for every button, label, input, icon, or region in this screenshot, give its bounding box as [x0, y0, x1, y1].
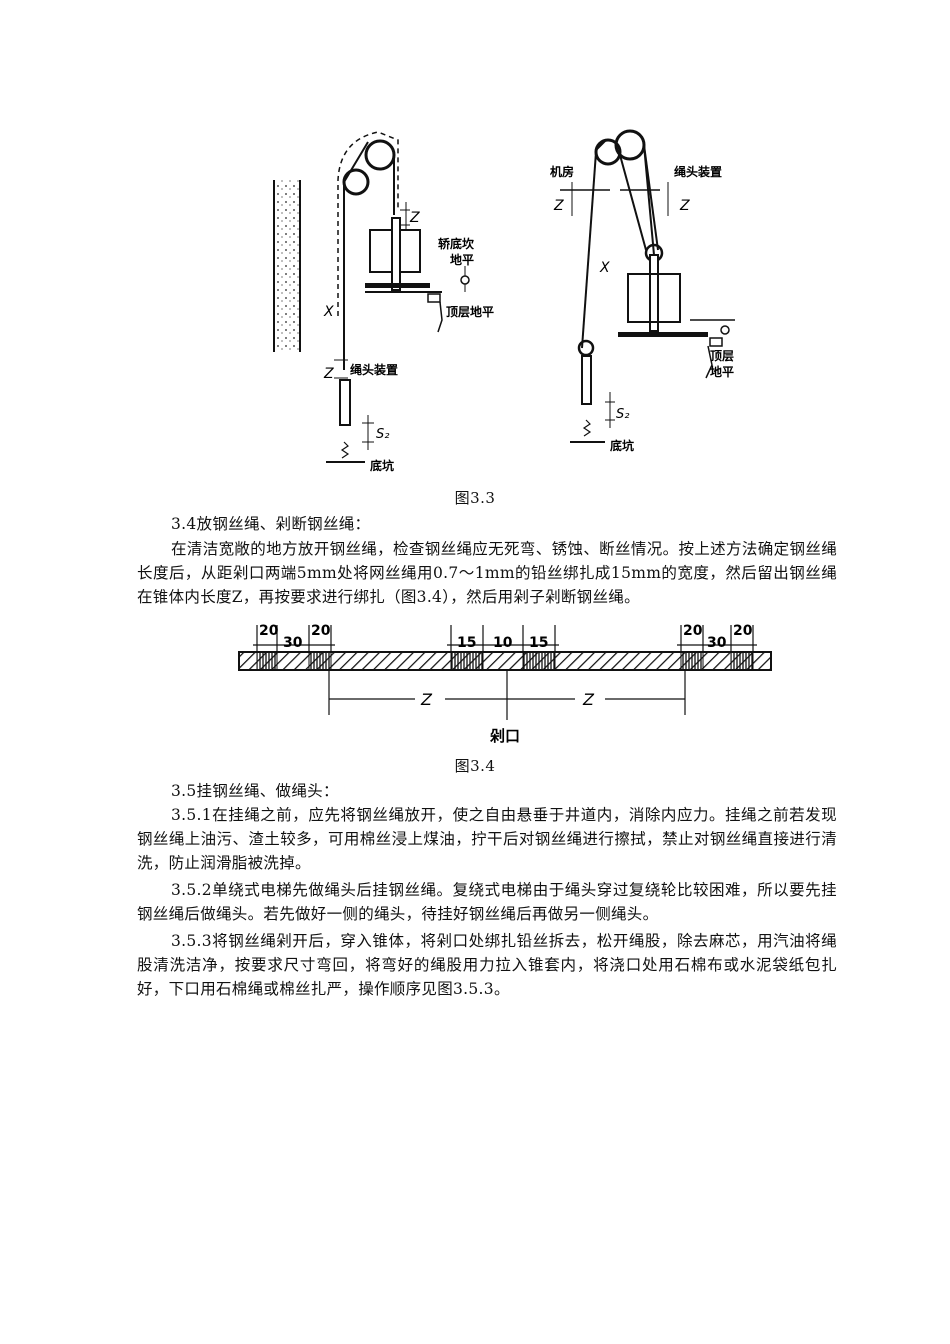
right-diagram: 机房 绳头装置 Z Z 顶层 地平 X S₂: [550, 129, 735, 453]
dim-right-3: 20: [733, 623, 753, 639]
left-x-label: X: [323, 304, 334, 320]
left-pit-label: 底坑: [370, 458, 394, 473]
section-3-5-2: 3.5.2单绕式电梯先做绳头后挂钢丝绳。复绕式电梯由于绳头穿过复绕轮比较困难，所…: [137, 881, 837, 923]
left-z-top-label: Z: [409, 210, 420, 226]
dim-left-1: 20: [259, 623, 279, 639]
left-diagram: Z 轿底坎 地平 顶层地平 X Z 绳头装置 S₂: [273, 131, 494, 473]
section-3-5-title: 3.5挂钢丝绳、做绳头：: [171, 782, 339, 800]
left-top-floor-label: 顶层地平: [446, 304, 494, 319]
dim-left-2: 30: [283, 635, 303, 651]
left-z-bottom-label: Z: [323, 366, 334, 382]
dim-right-1: 20: [683, 623, 703, 639]
dim-mid-2: 10: [493, 635, 513, 651]
left-rope-head-label: 绳头装置: [350, 362, 398, 377]
section-3-4-body: 在清洁宽敞的地方放开钢丝绳，检查钢丝绳应无死弯、锈蚀、断丝情况。按上述方法确定钢…: [137, 540, 837, 606]
figure-3-3: Z 轿底坎 地平 顶层地平 X Z 绳头装置 S₂: [273, 129, 735, 473]
cut-label: 剁口: [489, 727, 520, 745]
figure-3-4-caption: 图3.4: [454, 757, 496, 775]
left-car-bottom-label: 轿底坎: [438, 236, 474, 251]
right-pit-label: 底坑: [610, 438, 634, 453]
right-top-floor-label: 顶层: [710, 349, 734, 363]
right-rope-head-label: 绳头装置: [674, 164, 722, 179]
right-x-label: X: [599, 260, 610, 276]
section-3-5-1: 3.5.1在挂绳之前，应先将钢丝绳放开，使之自由悬垂于井道内，消除内应力。挂绳之…: [137, 806, 837, 872]
left-car-bottom-label-2: 地平: [450, 252, 474, 267]
z-right-label: Z: [582, 690, 595, 709]
right-top-floor-label-2: 地平: [710, 364, 734, 379]
right-z-right-label: Z: [679, 198, 690, 214]
dim-left-3: 20: [311, 623, 331, 639]
dim-mid-3: 15: [529, 635, 548, 651]
left-s2-label: S₂: [376, 427, 389, 442]
buffer-spring-icon-right: [582, 419, 592, 437]
buffer-spring-icon: [340, 441, 350, 459]
level-icon: [460, 275, 470, 285]
section-3-4-title: 3.4放钢丝绳、剁断钢丝绳：: [171, 515, 371, 533]
dim-right-2: 30: [707, 635, 727, 651]
figure-3-3-caption: 图3.3: [454, 489, 496, 507]
dim-mid-1: 15: [457, 635, 476, 651]
right-s2-label: S₂: [616, 407, 629, 422]
level-icon-right: [720, 325, 730, 335]
right-machine-room-label: 机房: [550, 164, 574, 179]
z-left-label: Z: [420, 690, 433, 709]
section-3-5-3: 3.5.3将钢丝绳剁开后，穿入锥体，将剁口处绑扎铅丝拆去，松开绳股，除去麻芯，用…: [137, 932, 837, 998]
figure-3-4: 20 30 20 15 10 15 20 30 20 Z Z 剁口: [238, 623, 772, 745]
right-z-left-label: Z: [553, 198, 564, 214]
